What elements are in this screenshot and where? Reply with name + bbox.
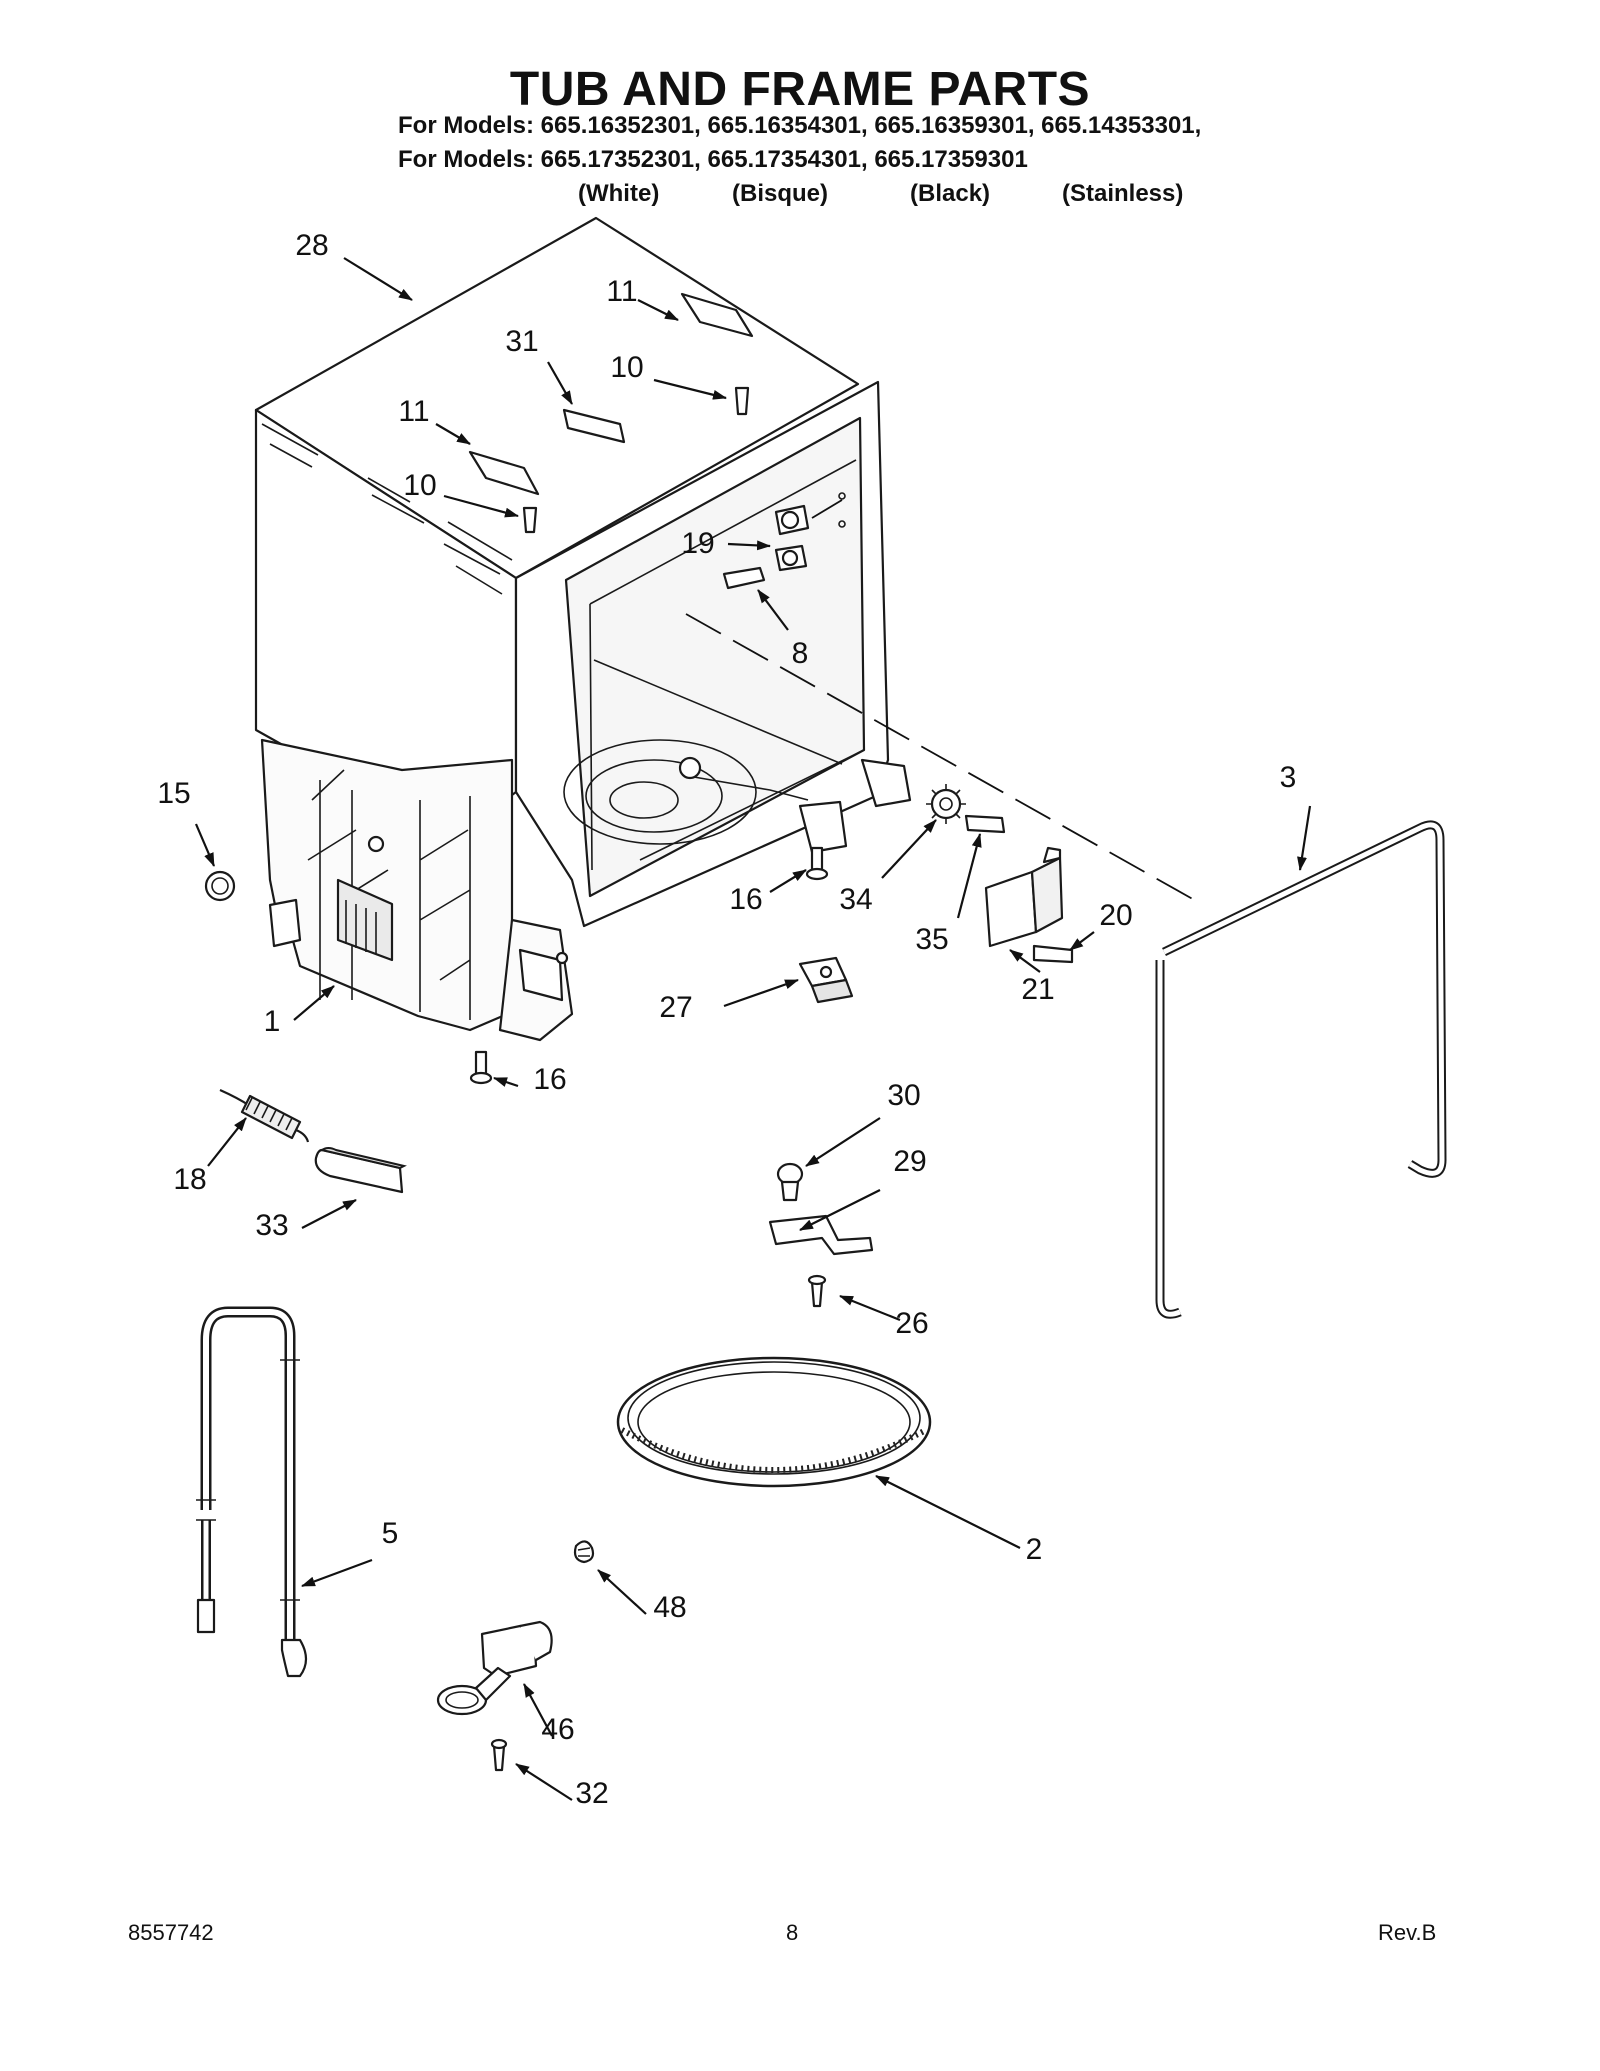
ring-gasket-2 [616, 1356, 932, 1488]
callout-27: 27 [659, 991, 693, 1024]
callout-29: 29 [893, 1145, 927, 1178]
leader-arrows [194, 257, 1312, 1801]
callout-3: 3 [1279, 761, 1297, 794]
callout-31: 31 [505, 325, 539, 358]
callout-30: 30 [887, 1079, 921, 1112]
door-gasket-3 [1162, 820, 1447, 1178]
dishwasher-tub [254, 216, 912, 1042]
screw-20 [1032, 944, 1074, 964]
callout-10-right: 10 [610, 351, 644, 384]
finish-black: (Black) [910, 180, 991, 207]
strike-19 [774, 492, 846, 572]
callout-8: 8 [791, 637, 809, 670]
models-line-1: For Models: 665.16352301, 665.16354301, … [398, 112, 1202, 139]
hose-5 [196, 1306, 308, 1678]
callout-18: 18 [173, 1163, 207, 1196]
page-number: 8 [786, 1920, 799, 1945]
leveler-16-upper [810, 846, 824, 872]
screw-10-left [522, 506, 538, 534]
finish-bisque: (Bisque) [732, 180, 828, 207]
callout-20: 20 [1099, 899, 1133, 932]
spring-18 [219, 1088, 310, 1143]
callout-16-upper: 16 [729, 883, 763, 916]
callout-15: 15 [157, 777, 191, 810]
callout-26: 26 [895, 1307, 929, 1340]
callout-35: 35 [915, 923, 949, 956]
leveler-16-lower [474, 1050, 488, 1076]
tub-opening [564, 416, 866, 898]
screw-32 [492, 1744, 506, 1772]
callout-48: 48 [653, 1591, 687, 1624]
tub-base [260, 738, 514, 1032]
callout-34: 34 [839, 883, 873, 916]
bracket-29 [768, 1214, 874, 1256]
callout-1: 1 [263, 1005, 281, 1038]
bracket-21 [984, 846, 1064, 948]
valve-46 [436, 1620, 553, 1716]
callout-10-left: 10 [403, 469, 437, 502]
callout-28: 28 [295, 229, 329, 262]
gear-34 [926, 784, 966, 824]
revision-label: Rev.B [1378, 1920, 1437, 1945]
pad-33 [314, 1147, 407, 1194]
callout-33: 33 [255, 1209, 289, 1242]
page-title: TUB AND FRAME PARTS [509, 63, 1091, 116]
finish-stainless: (Stainless) [1062, 180, 1184, 207]
screw-26 [810, 1280, 824, 1308]
callout-16-lower: 16 [533, 1063, 567, 1096]
screw-8 [722, 566, 766, 590]
callout-19: 19 [681, 527, 715, 560]
callout-21: 21 [1021, 973, 1055, 1006]
hinge-bracket-left [468, 450, 540, 496]
callout-2: 2 [1025, 1533, 1043, 1566]
finish-white: (White) [578, 180, 660, 207]
hinge-bracket-right [680, 292, 754, 338]
callout-11-left: 11 [398, 395, 430, 428]
callout-46: 46 [541, 1713, 575, 1746]
clip-48 [573, 1540, 595, 1564]
document-number: 8557742 [128, 1920, 214, 1945]
callout-32: 32 [575, 1777, 609, 1810]
screw-10-right [734, 386, 750, 416]
clip-31 [562, 408, 626, 444]
models-line-2: For Models: 665.17352301, 665.17354301, … [398, 146, 1028, 173]
grommet-15 [204, 870, 236, 902]
callout-11-right: 11 [606, 275, 638, 308]
sensor-30 [776, 1162, 804, 1202]
callout-5: 5 [381, 1517, 399, 1550]
clip-27 [798, 956, 854, 1004]
screw-35 [964, 814, 1006, 834]
